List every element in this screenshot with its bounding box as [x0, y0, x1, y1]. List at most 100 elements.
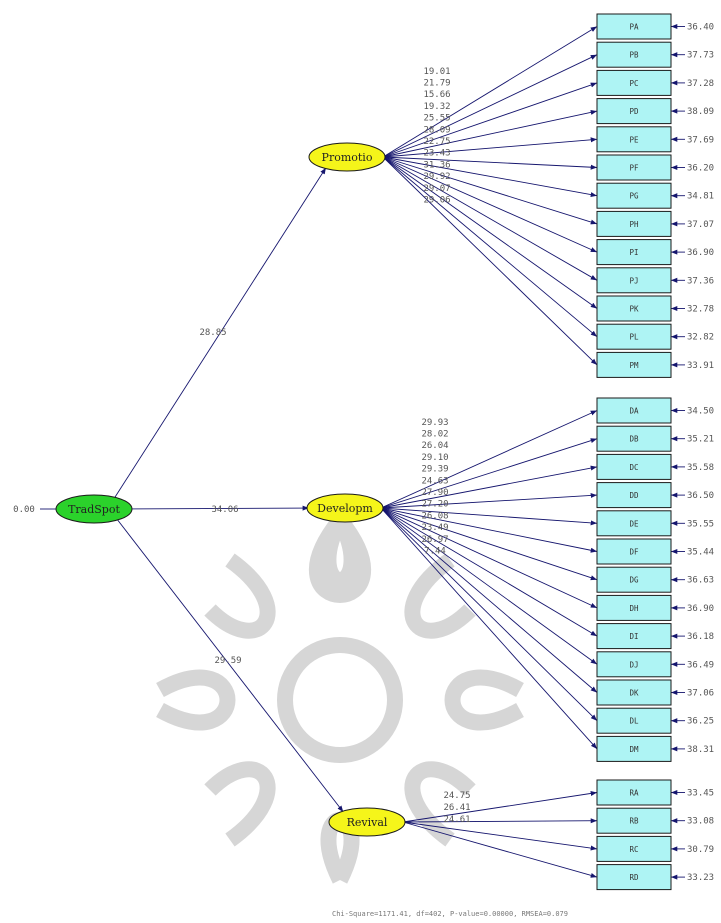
- indicator-label: DH: [629, 604, 639, 613]
- indicator-label: DG: [629, 576, 639, 585]
- indicator-label: PF: [629, 164, 639, 173]
- loading-path-pi: [382, 156, 598, 253]
- loading-path-dj: [380, 507, 598, 665]
- error-variance-label: 35.21: [687, 435, 714, 445]
- indicator-label: PA: [629, 23, 639, 32]
- indicator-box-ra: [596, 779, 672, 806]
- error-variance-label: 32.82: [687, 333, 714, 343]
- loading-value-label: 26.97: [421, 535, 448, 545]
- loading-path-di: [380, 507, 598, 637]
- error-variance-label: 33.45: [687, 789, 714, 799]
- indicator-label: DK: [629, 689, 639, 698]
- loading-path-pc: [382, 82, 598, 158]
- indicator-label: DE: [629, 519, 639, 528]
- loading-path-db: [380, 438, 598, 509]
- latent-node-label: Promotio: [322, 151, 373, 164]
- loading-value-label: 29.06: [423, 196, 450, 206]
- loading-path-pb: [382, 54, 598, 158]
- error-variance-label: 36.49: [687, 660, 714, 670]
- error-variance-label: 37.73: [687, 51, 714, 61]
- loading-path-dc: [380, 465, 598, 509]
- latent-node-label: Developm: [317, 502, 373, 515]
- error-variance-label: 35.44: [687, 548, 714, 558]
- structural-path-promotio: [113, 167, 327, 500]
- loading-value-label: 29.10: [421, 453, 448, 463]
- indicator-label: PD: [629, 107, 639, 116]
- structural-path-developm: [128, 505, 309, 511]
- loading-path-pf: [382, 156, 598, 170]
- error-variance-label: 37.69: [687, 135, 714, 145]
- loading-value-label: 28.09: [423, 125, 450, 135]
- error-variance-label: 36.25: [687, 717, 714, 727]
- edge-layer: [40, 23, 685, 880]
- indicator-box-pd: [596, 98, 672, 125]
- indicator-box-dj: [596, 651, 672, 678]
- loading-path-rd: [402, 821, 598, 878]
- loading-path-rc: [402, 821, 598, 851]
- error-variance-label: 37.28: [687, 79, 714, 89]
- indicator-box-pl: [596, 323, 672, 350]
- loading-path-pk: [382, 156, 598, 309]
- error-variance-label: 38.31: [687, 745, 714, 755]
- error-variance-label: 36.50: [687, 491, 714, 501]
- indicator-box-dg: [596, 566, 672, 593]
- indicator-label: PJ: [629, 276, 638, 285]
- loading-path-dg: [380, 507, 598, 581]
- indicator-label: PH: [629, 220, 639, 229]
- error-variance-label: 38.09: [687, 107, 714, 117]
- error-variance-label: 33.23: [687, 873, 714, 883]
- loading-path-dm: [380, 507, 598, 750]
- indicator-box-pg: [596, 182, 672, 209]
- indicator-label: DI: [629, 632, 638, 641]
- error-variance-label: 33.91: [687, 361, 714, 371]
- loading-value-label: 23.43: [423, 149, 450, 159]
- error-variance-label: 37.36: [687, 276, 714, 286]
- indicator-box-pk: [596, 295, 672, 322]
- loading-path-dh: [380, 507, 598, 609]
- error-variance-label: 30.79: [687, 845, 714, 855]
- latent-node-revival: [328, 807, 406, 837]
- indicator-label: PG: [629, 192, 639, 201]
- structural-path-revival: [116, 518, 344, 813]
- indicator-box-pj: [596, 267, 672, 294]
- loading-value-label: 31.36: [423, 160, 450, 170]
- loading-path-ra: [402, 790, 598, 823]
- indicator-box-dm: [596, 735, 672, 762]
- loading-value-label: 27.90: [421, 488, 448, 498]
- indicator-box-db: [596, 425, 672, 452]
- path-coefficient-revival: 29.59: [214, 656, 241, 666]
- loading-path-pe: [382, 137, 598, 158]
- loading-path-dk: [380, 507, 598, 693]
- loading-value-label: 26.08: [421, 511, 448, 521]
- indicator-label: PK: [629, 305, 639, 314]
- indicator-box-df: [596, 538, 672, 565]
- fit-statistics: Chi-Square=1171.41, df=402, P-value=0.00…: [332, 910, 568, 918]
- path-coefficient-promotio: 28.85: [199, 328, 226, 338]
- indicator-box-rc: [596, 835, 672, 862]
- loading-value-label: 26.04: [421, 441, 448, 451]
- indicator-label: DC: [629, 463, 638, 472]
- indicator-label: DJ: [629, 660, 638, 669]
- error-variance-label: 37.07: [687, 220, 714, 230]
- indicator-box-pm: [596, 351, 672, 378]
- latent-node-promotio: [308, 142, 386, 172]
- error-variance-label: 36.90: [687, 248, 714, 258]
- indicator-label: RC: [629, 845, 638, 854]
- loading-value-label: 29.39: [421, 465, 448, 475]
- latent-node-developm: [306, 493, 384, 523]
- error-variance-label: 36.18: [687, 632, 714, 642]
- loading-path-pg: [382, 156, 598, 198]
- indicator-label: PC: [629, 79, 638, 88]
- indicator-box-da: [596, 397, 672, 424]
- loading-path-pm: [382, 156, 598, 366]
- indicator-box-pf: [596, 154, 672, 181]
- loading-value-label: 29.93: [421, 418, 448, 428]
- loading-value-label: 27.20: [421, 500, 448, 510]
- error-variance-label: 32.78: [687, 305, 714, 315]
- error-variance-label: 34.50: [687, 407, 714, 417]
- indicator-box-dh: [596, 594, 672, 621]
- indicator-box-rd: [596, 864, 672, 891]
- loading-path-dd: [380, 492, 598, 509]
